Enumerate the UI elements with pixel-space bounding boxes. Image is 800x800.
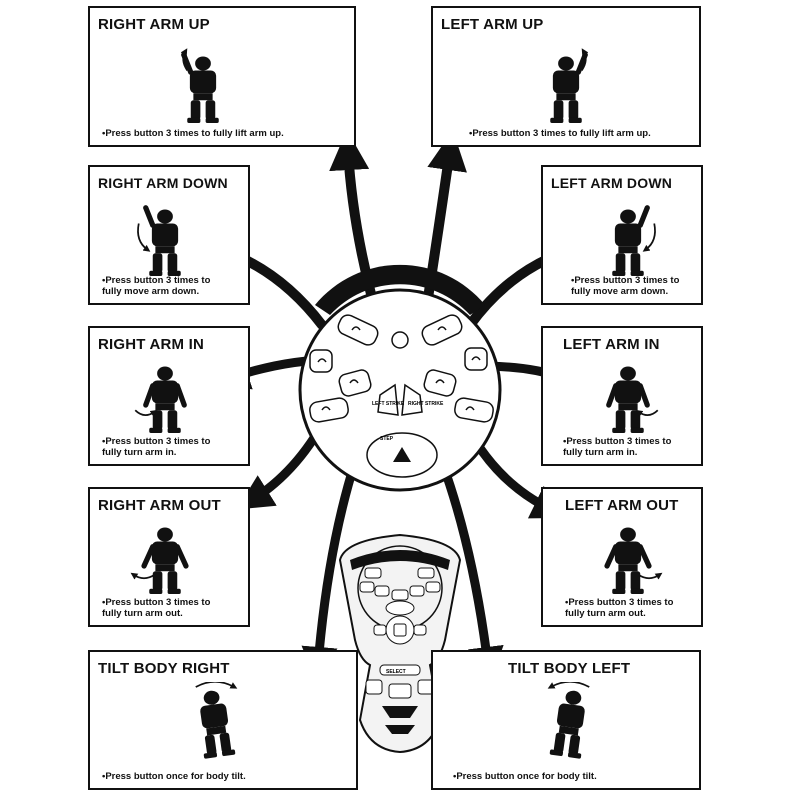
button-left-arm-in [423, 369, 457, 397]
robot-icon [606, 366, 659, 433]
title-left-arm-down: LEFT ARM DOWN [551, 175, 673, 191]
robot-icon [195, 682, 238, 759]
remote-zoom-circle: LEFT STRIKE RIGHT STRIKE STEP [298, 264, 502, 492]
robot-icon [604, 527, 663, 594]
robot-icon [180, 48, 219, 123]
title-left-arm-in: LEFT ARM IN [563, 336, 660, 353]
button-left-strike [377, 383, 399, 416]
title-tilt-body-right: TILT BODY RIGHT [98, 660, 230, 677]
remote-control: SELECT [338, 533, 462, 754]
button-left-arm-up [421, 314, 463, 346]
box-left-arm-up: LEFT ARM UP •Press button 3 times to ful… [431, 6, 701, 147]
box-right-arm-up: RIGHT ARM UP •Press button 3 times to fu… [88, 6, 356, 147]
box-right-arm-out: RIGHT ARM OUT •Press button 3 times to f… [88, 487, 250, 627]
label-left-strike: LEFT STRIKE [372, 401, 405, 407]
note-right-arm-up: •Press button 3 times to fully lift arm … [102, 128, 284, 139]
box-tilt-body-left: TILT BODY LEFT •Press button once for bo… [431, 650, 701, 790]
title-right-arm-down: RIGHT ARM DOWN [98, 175, 228, 191]
box-tilt-body-right: TILT BODY RIGHT •Press button once for b… [88, 650, 358, 790]
button-right-arm-in [338, 369, 372, 397]
title-tilt-body-left: TILT BODY LEFT [508, 660, 631, 677]
box-left-arm-out: LEFT ARM OUT •Press button 3 times to fu… [541, 487, 703, 627]
robot-icon [134, 366, 187, 433]
note-left-arm-out: •Press button 3 times to fully turn arm … [565, 597, 674, 619]
button-right-arm-down [309, 349, 333, 373]
robot-icon [612, 205, 656, 276]
title-right-arm-in: RIGHT ARM IN [98, 336, 205, 353]
box-right-arm-in: RIGHT ARM IN •Press button 3 times to fu… [88, 326, 250, 466]
button-left-arm-down [464, 347, 488, 371]
note-left-arm-up: •Press button 3 times to fully lift arm … [469, 128, 651, 139]
robot-icon [550, 48, 589, 123]
button-right-arm-out [309, 397, 349, 423]
box-right-arm-down: RIGHT ARM DOWN •Press button 3 times to … [88, 165, 250, 305]
center-dot [391, 331, 409, 349]
note-right-arm-out: •Press button 3 times to fully turn arm … [102, 597, 211, 619]
box-left-arm-down: LEFT ARM DOWN •Press button 3 times to f… [541, 165, 703, 305]
note-right-arm-in: •Press button 3 times to fully turn arm … [102, 436, 211, 458]
robot-icon [137, 205, 181, 276]
box-left-arm-in: LEFT ARM IN •Press button 3 times to ful… [541, 326, 703, 466]
note-left-arm-down: •Press button 3 times to fully move arm … [571, 275, 680, 297]
title-left-arm-up: LEFT ARM UP [441, 16, 544, 33]
label-step: STEP [380, 436, 394, 442]
button-right-strike [401, 383, 423, 416]
note-tilt-body-left: •Press button once for body tilt. [453, 771, 597, 782]
robot-icon [547, 682, 590, 759]
note-right-arm-down: •Press button 3 times to fully move arm … [102, 275, 211, 297]
button-right-arm-up [337, 314, 379, 346]
note-left-arm-in: •Press button 3 times to fully turn arm … [563, 436, 672, 458]
step-triangle-icon [393, 447, 411, 462]
label-select: SELECT [386, 669, 406, 675]
robot-icon [130, 527, 189, 594]
title-left-arm-out: LEFT ARM OUT [565, 497, 679, 514]
label-right-strike: RIGHT STRIKE [408, 401, 444, 407]
note-tilt-body-right: •Press button once for body tilt. [102, 771, 246, 782]
title-right-arm-up: RIGHT ARM UP [98, 16, 210, 33]
title-right-arm-out: RIGHT ARM OUT [98, 497, 221, 514]
